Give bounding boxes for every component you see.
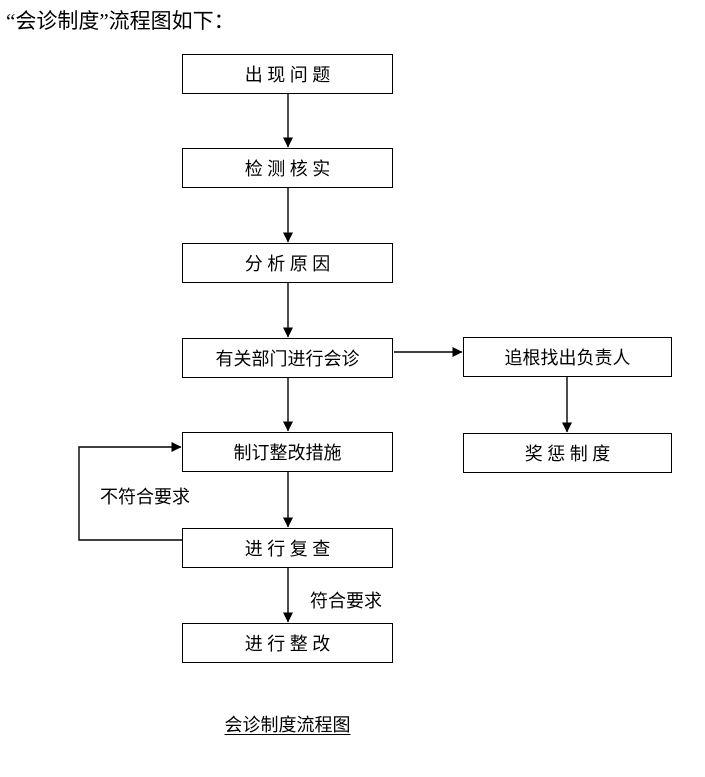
edge-label-fail: 不符合要求 [100, 487, 190, 507]
node-appear-problem: 出 现 问 题 [182, 54, 393, 94]
node-corrective-measures: 制订整改措施 [182, 432, 393, 472]
node-rectify: 进 行 整 改 [182, 623, 393, 663]
page-title: “会诊制度”流程图如下： [6, 9, 235, 33]
node-trace-responsible: 追根找出负责人 [463, 337, 672, 377]
node-recheck: 进 行 复 查 [182, 528, 393, 568]
flowchart-caption: 会诊制度流程图 [224, 715, 351, 735]
node-check-verify: 检 测 核 实 [182, 148, 393, 188]
node-analyze-cause: 分 析 原 因 [182, 243, 393, 283]
node-dept-consultation: 有关部门进行会诊 [182, 338, 393, 378]
node-reward-punishment: 奖 惩 制 度 [463, 433, 672, 473]
edge-label-pass: 符合要求 [310, 591, 382, 611]
